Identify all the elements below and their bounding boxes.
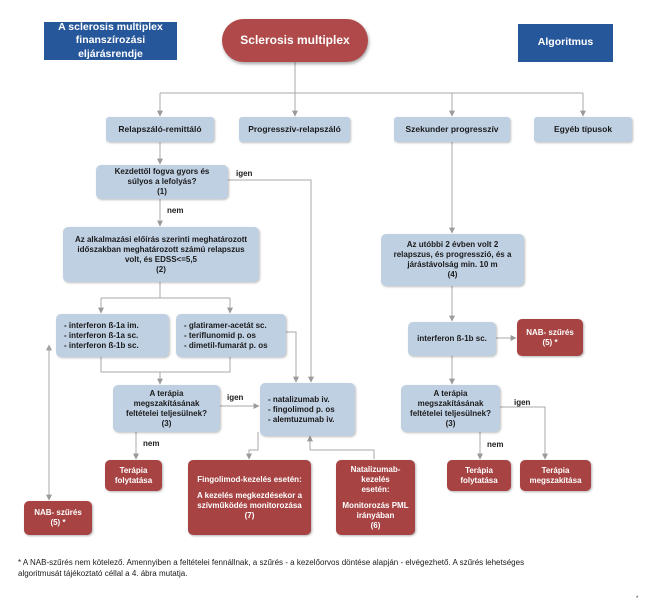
drug-item: - interferon ß-1b sc.	[64, 340, 139, 350]
drug-item: - dimetil-fumarát p. os	[184, 340, 268, 350]
header-left-banner: A sclerosis multiplex finanszírozási elj…	[44, 21, 177, 60]
question-4-line: Az utóbbi 2 évben volt 2	[406, 240, 499, 249]
question-4-number: (4)	[447, 270, 458, 279]
question-3-line: A terápia	[433, 388, 468, 398]
question-3-number: (3)	[445, 418, 456, 428]
drug-item: - alemtuzumab iv.	[268, 414, 335, 424]
header-right-banner: Algoritmus	[518, 24, 613, 62]
category-label: Progresszív-relapszáló	[248, 124, 341, 135]
question-2-number: (2)	[156, 264, 166, 274]
question-1-line: Kezdettől fogva gyors és	[114, 167, 210, 176]
fingolimod-number: (7)	[244, 510, 255, 520]
no-label-q1: nem	[167, 206, 184, 215]
header-left-line-2: finanszírozási eljárásrendje	[75, 34, 146, 60]
question-2-box: Az alkalmazási előírás szerinti meghatár…	[63, 227, 259, 282]
title-text: Sclerosis multiplex	[240, 33, 350, 47]
nab-screening-line: (5) *	[50, 518, 66, 527]
question-3-left-box: A terápia megszakításának feltételei tel…	[113, 385, 220, 432]
question-1-box: Kezdettől fogva gyors és súlyos a lefoly…	[96, 165, 228, 199]
fingolimod-line: A kezelés megkezdésekor a	[196, 490, 303, 500]
question-3-line: megszakításának	[133, 398, 200, 408]
question-1-number: (1)	[157, 187, 167, 196]
footnote-line: algoritmusát tájékoztató céllal a 4. ábr…	[18, 568, 188, 578]
therapy-stop-line: megszakítása	[529, 475, 582, 485]
nab-screening-line: (5) *	[542, 337, 558, 347]
category-relapsing-remitting: Relapszáló-remittáló	[106, 117, 214, 142]
category-label: Egyéb típusok	[553, 124, 613, 135]
yes-label-q1: igen	[236, 169, 253, 178]
therapy-continue-line: folytatása	[114, 475, 153, 485]
question-3-line: A terápia	[149, 388, 184, 398]
footnote-line: * A NAB-szűrés nem kötelező. Amennyiben …	[18, 558, 525, 567]
second-line-drugs-box: - natalizumab iv. - fingolimod p. os - a…	[260, 383, 355, 436]
category-other-types: Egyéb típusok	[534, 117, 632, 142]
nab-screening-line: NAB- szűrés	[526, 327, 574, 337]
footnote: * A NAB-szűrés nem kötelező. Amennyiben …	[18, 558, 648, 580]
drug-item: - glatiramer-acetát sc.	[184, 320, 267, 330]
question-4-line: járástávolság min. 10 m	[407, 260, 498, 269]
category-label: Szekunder progresszív	[405, 124, 499, 135]
fingolimod-line: szívműködés monitorozása	[197, 500, 302, 510]
page-mark: *	[636, 596, 639, 602]
natalizumab-line: irányában	[356, 510, 395, 520]
question-2-line: időszakban meghatározott számú relapszus	[77, 244, 245, 254]
drug-item: - interferon ß-1a sc.	[64, 330, 139, 340]
natalizumab-line: Monitorozás PML	[342, 500, 409, 510]
question-2-line: volt, és EDSS<=5,5	[124, 254, 198, 264]
fingolimod-monitoring-box: Fingolimod-kezelés esetén: A kezelés meg…	[188, 460, 311, 535]
question-3-number: (3)	[161, 418, 172, 428]
natalizumab-number: (6)	[370, 520, 381, 530]
therapy-stop-box: Terápia megszakítása	[520, 460, 591, 491]
question-3-right-box: A terápia megszakításának feltételei tel…	[401, 385, 500, 432]
natalizumab-heading: esetén:	[361, 484, 390, 494]
category-label: Relapszáló-remittáló	[118, 124, 202, 135]
drug-item: - teriflunomid p. os	[184, 330, 256, 340]
first-line-other-drugs-box: - glatiramer-acetát sc. - teriflunomid p…	[176, 314, 286, 357]
category-secondary-progressive: Szekunder progresszív	[394, 117, 510, 142]
drug-item: - interferon ß-1a im.	[64, 320, 139, 330]
natalizumab-heading: Natalizumab-kezelés	[350, 464, 401, 484]
category-progressive-relapsing: Progresszív-relapszáló	[239, 117, 350, 142]
header-left-line-1: A sclerosis multiplex	[58, 21, 163, 34]
nab-screening-right-box: NAB- szűrés (5) *	[517, 319, 583, 356]
drug-item: - fingolimod p. os	[268, 404, 335, 414]
question-4-box: Az utóbbi 2 évben volt 2 relapszus, és p…	[381, 234, 524, 286]
no-label-q3-right: nem	[487, 440, 504, 449]
therapy-continue-right-box: Terápia folytatása	[447, 460, 511, 491]
header-right-text: Algoritmus	[537, 36, 594, 49]
yes-label-q3-left: igen	[227, 393, 244, 402]
therapy-stop-line: Terápia	[541, 465, 570, 475]
yes-label-q3-right: igen	[514, 398, 531, 407]
therapy-continue-left-box: Terápia folytatása	[105, 460, 162, 491]
fingolimod-heading: Fingolimod-kezelés esetén:	[197, 474, 302, 484]
question-4-line: relapszus, és progresszió, és a	[393, 250, 512, 259]
natalizumab-monitoring-box: Natalizumab-kezelés esetén: Monitorozás …	[336, 460, 415, 535]
therapy-continue-line: Terápia	[119, 465, 148, 475]
therapy-continue-line: Terápia	[465, 465, 493, 475]
question-3-line: megszakításának	[417, 398, 484, 408]
title-node: Sclerosis multiplex	[222, 19, 368, 62]
interferon-1b-text: interferon ß-1b sc.	[417, 334, 487, 343]
nab-screening-line: NAB- szűrés	[34, 508, 82, 517]
first-line-interferons-box: - interferon ß-1a im. - interferon ß-1a …	[56, 314, 169, 357]
question-3-line: feltételei teljesülnek?	[126, 408, 207, 418]
interferon-1b-box: interferon ß-1b sc.	[408, 322, 496, 356]
nab-screening-left-box: NAB- szűrés (5) *	[24, 501, 92, 535]
question-1-line: súlyos a lefolyás?	[127, 177, 197, 186]
therapy-continue-line: folytatása	[460, 475, 498, 485]
question-2-line: Az alkalmazási előírás szerinti meghatár…	[74, 234, 248, 244]
no-label-q3-left: nem	[143, 439, 160, 448]
drug-item: - natalizumab iv.	[268, 394, 330, 404]
question-3-line: feltételei teljesülnek?	[410, 408, 491, 418]
